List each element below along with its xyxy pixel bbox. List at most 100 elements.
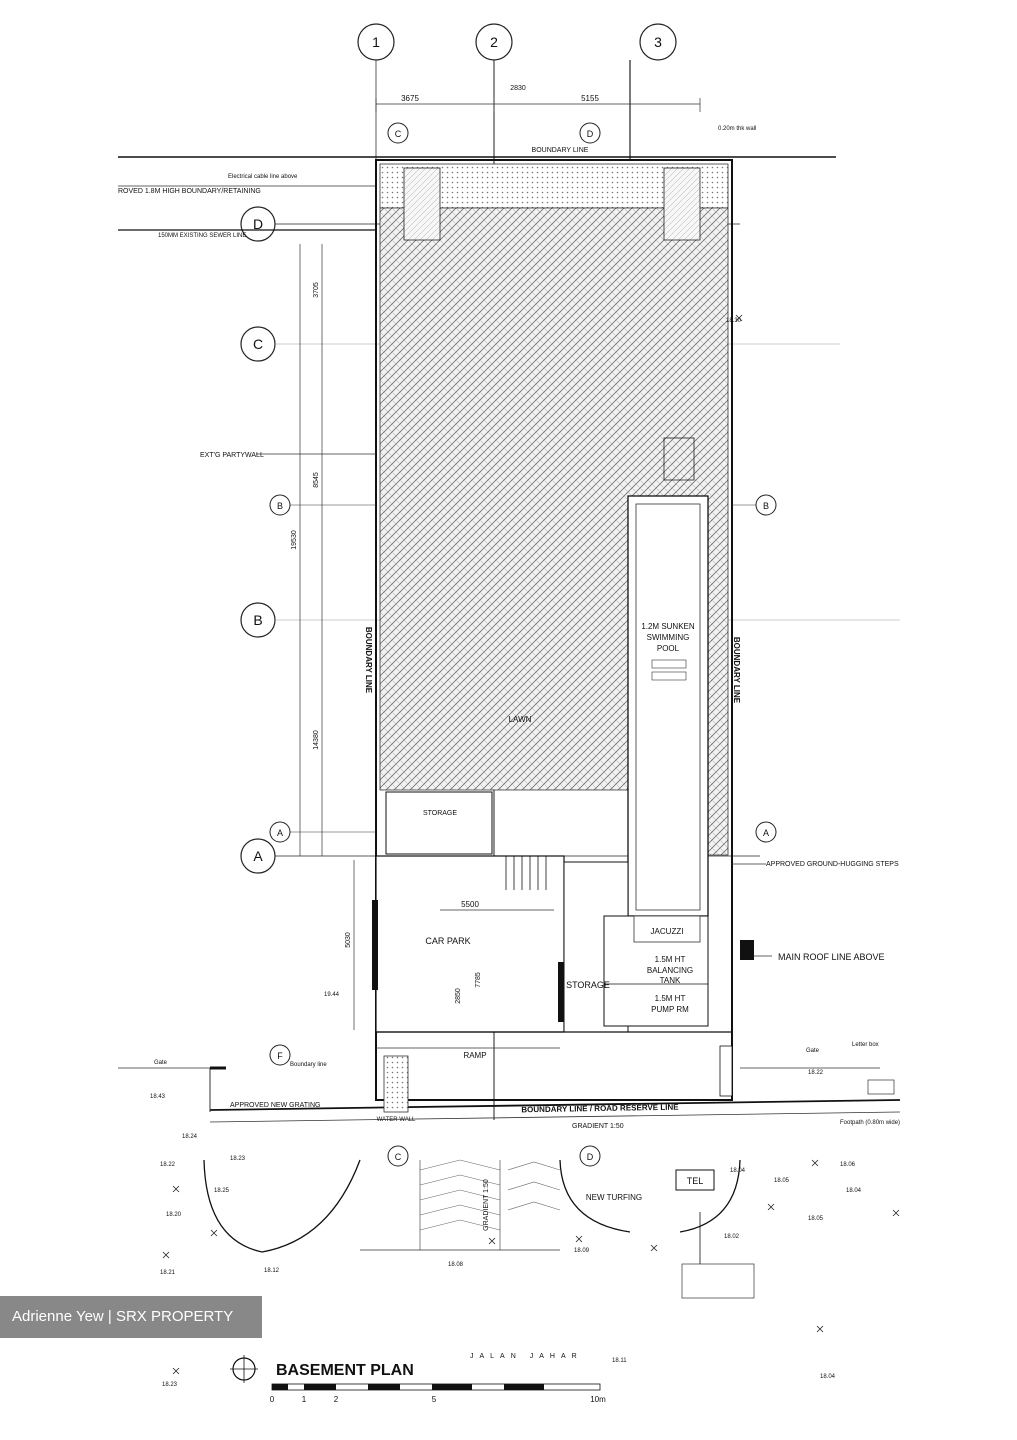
level-19: 18.04 [820,1374,836,1380]
level-6: 18.25 [214,1188,230,1194]
top-dimensions: 3675 5155 2830 [375,85,701,112]
label-boundary-right: BOUNDARY LINE [732,637,741,704]
label-footpath: Footpath (0.80m wide) [840,1120,900,1126]
level-22: 18.30 [726,318,742,324]
level-9: 18.12 [264,1268,280,1274]
label-boundary-small: Boundary line [290,1062,327,1068]
label-new-turfing: NEW TURFING [586,1193,642,1202]
sect-f-left: F [277,1051,283,1061]
label-grating: APPROVED NEW GRATING [230,1102,321,1109]
label-sewer: 150MM EXISTING SEWER LINE [158,233,246,239]
level-18: 18.04 [846,1188,862,1194]
label-gradient-vert: GRADIENT 1:50 [483,1179,490,1231]
level-20: 18.02 [724,1234,740,1240]
label-balancing-1: 1.5M HT [655,955,686,964]
grid-row-b: B [253,612,262,628]
label-jalan: JALAN JAHAR [470,1353,583,1360]
scale-10: 10m [590,1395,606,1404]
label-partywall: EXT'G PARTYWALL [200,452,264,459]
grid-row-a: A [253,848,263,864]
dim-19530: 19530 [291,530,298,550]
level-11: 18.09 [574,1248,590,1254]
label-ramp: RAMP [463,1051,486,1060]
sect-d-top: D [587,129,594,139]
grid-col-3: 3 [654,34,662,50]
level-3: 18.24 [182,1134,198,1140]
label-lawn: LAWN [509,715,532,724]
driveway: GRADIENT 1:50 NEW TURFING TEL [203,1159,755,1299]
watermark: Adrienne Yew | SRX PROPERTY [0,1296,262,1338]
swimming-pool: 1.2M SUNKEN SWIMMING POOL [627,495,709,917]
sect-a-right: A [763,828,769,838]
grid-row-d: D [253,216,263,232]
level-7: 18.20 [166,1212,182,1218]
spot-levels: 19.44 18.43 18.24 18.22 18.23 18.25 18.2… [150,314,900,1388]
left-dimensions: 3705 8545 19530 14380 5030 EXT'G PARTYWA… [200,244,376,1030]
sect-b-right: B [763,501,769,511]
level-21: 18.23 [162,1382,178,1388]
scale-1: 1 [302,1395,307,1404]
level-16: 18.22 [808,1070,824,1076]
sect-c-bottom: C [395,1152,402,1162]
label-storage-upper: STORAGE [423,810,457,817]
dim-3675: 3675 [401,94,419,103]
level-8: 18.21 [160,1270,176,1276]
grid-col-1: 1 [372,34,380,50]
dim-3705: 3705 [313,282,320,298]
level-5: 18.23 [230,1156,246,1162]
label-storage: STORAGE [566,980,610,990]
label-boundary-bottom: BOUNDARY LINE / ROAD RESERVE LINE [521,1103,679,1115]
level-10: 18.08 [448,1262,464,1268]
level-13: 18.05 [774,1178,790,1184]
label-pool-2: SWIMMING [647,633,690,642]
label-boundary-left: BOUNDARY LINE [364,627,373,694]
scale-2: 2 [334,1395,339,1404]
label-tel: TEL [687,1176,704,1186]
grid-col-2: 2 [490,34,498,50]
label-letterbox: Letter box [852,1042,879,1048]
label-approved-steps: APPROVED GROUND-HUGGING STEPS [766,861,899,868]
stairs [505,856,547,890]
level-12: 18.04 [730,1168,746,1174]
scale-5: 5 [432,1395,437,1404]
dim-5155: 5155 [581,94,599,103]
dim-14380: 14380 [313,730,320,750]
label-main-roof: MAIN ROOF LINE ABOVE [778,952,885,962]
label-retaining: ROVED 1.8M HIGH BOUNDARY/RETAINING [118,188,261,195]
sect-a-left: A [277,828,283,838]
dim-2830: 2830 [510,85,526,92]
label-car-park: CAR PARK [425,936,470,946]
plan-title: BASEMENT PLAN [276,1362,414,1379]
sect-b-left: B [277,501,283,511]
right-annotations: APPROVED GROUND-HUGGING STEPS MAIN ROOF … [732,861,899,962]
label-balancing-2: BALANCING [647,966,693,975]
level-15: 18.11 [612,1358,627,1364]
dim-8545: 8545 [313,472,320,488]
level-2: 18.43 [150,1094,166,1100]
label-pump-2: PUMP RM [651,1005,689,1014]
grid-row-c: C [253,336,263,352]
label-pool-1: 1.2M SUNKEN [641,622,695,631]
sect-c-top: C [395,129,402,139]
level-17: 18.05 [808,1216,824,1222]
level-14: 18.06 [840,1162,856,1168]
dim-5500: 5500 [461,900,479,909]
label-pool-3: POOL [657,644,680,653]
label-gate-right: Gate [806,1048,820,1054]
label-balancing-3: TANK [660,976,681,985]
section-markers: C D B A F C D B A [269,122,777,1167]
label-pump-1: 1.5M HT [655,994,686,1003]
dim-2850: 2850 [455,988,462,1004]
label-gradient-short: GRADIENT 1:50 [572,1123,624,1130]
label-gate-left: Gate [154,1060,168,1066]
label-jacuzzi: JACUZZI [651,927,684,936]
storage-upper: STORAGE [385,791,493,855]
scale-0: 0 [270,1395,275,1404]
label-electric: Electrical cable line above [228,174,298,180]
top-boundary: BOUNDARY LINE ROVED 1.8M HIGH BOUNDARY/R… [118,126,836,239]
lower-rooms: 5500 2850 7785 CAR PARK STORAGE JACUZZI … [372,855,732,1060]
dim-5030: 5030 [345,932,352,948]
sect-d-bottom: D [587,1152,594,1162]
road-reserve: BOUNDARY LINE / ROAD RESERVE LINE APPROV… [118,1042,900,1130]
